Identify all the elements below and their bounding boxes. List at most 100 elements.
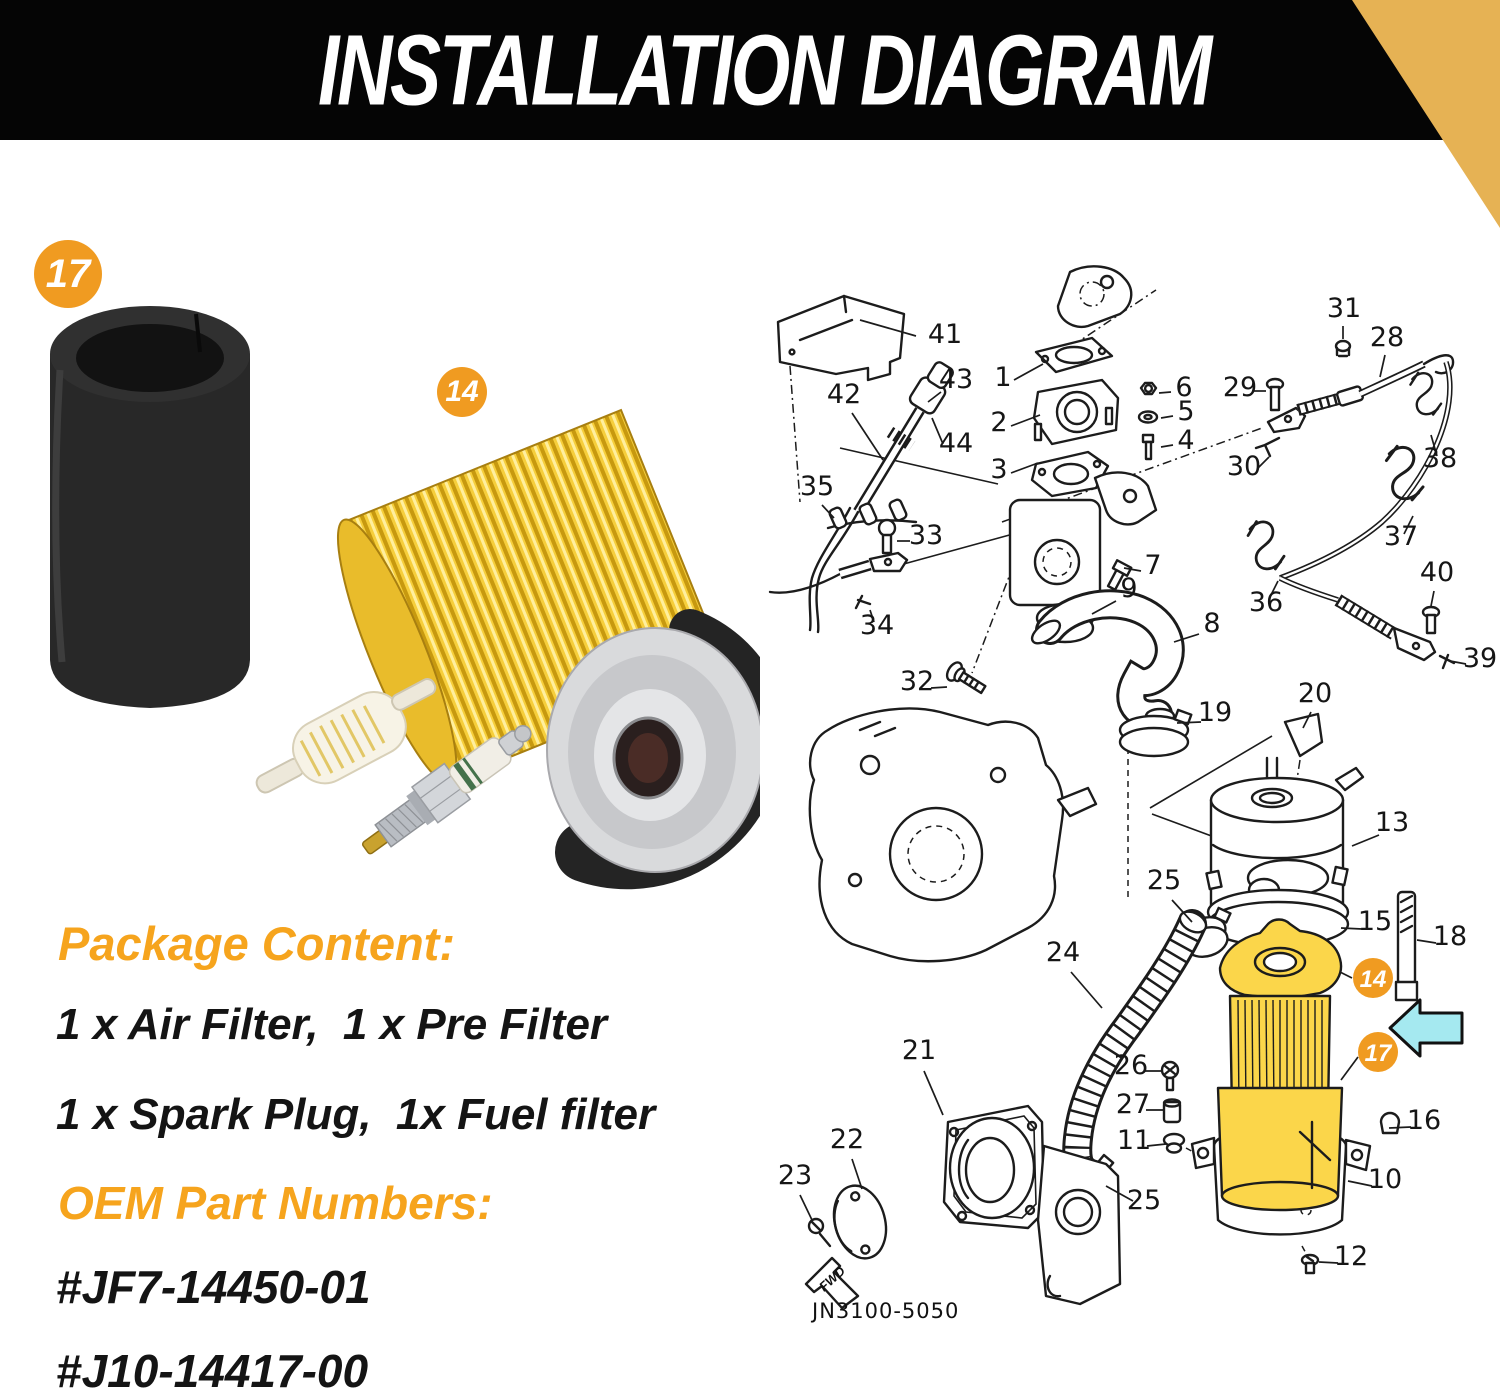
leader-line-7	[1123, 567, 1142, 572]
part-label-21: 21	[902, 1035, 936, 1066]
banner-title: INSTALLATION DIAGRAM	[318, 14, 1212, 127]
part-label-7: 7	[1144, 550, 1161, 581]
part-39-40-cable	[1278, 575, 1456, 670]
part-label-29: 29	[1223, 372, 1257, 403]
package-content-heading: Package Content:	[58, 917, 455, 970]
part-label-25: 25	[1147, 865, 1181, 896]
leader-line-35	[821, 504, 835, 519]
leader-line-32	[930, 686, 948, 689]
part-18-strip	[1394, 890, 1419, 1002]
part-label-43: 43	[939, 364, 973, 395]
leader-line-22	[851, 1158, 863, 1190]
diagram-code: JN3100-5050	[810, 1299, 959, 1323]
part-36-37-38-clips	[1246, 371, 1443, 571]
leader-line-2	[1010, 414, 1041, 427]
part-20-wedge	[1283, 712, 1324, 758]
leader-line-10	[1347, 1180, 1373, 1187]
part-label-12: 12	[1334, 1241, 1368, 1272]
engine-block	[808, 471, 1158, 963]
part-4-5-6-fasteners	[1137, 381, 1159, 461]
leader-line-23	[799, 1194, 813, 1221]
part-label-4: 4	[1177, 425, 1194, 456]
leader-line-30	[1256, 456, 1270, 470]
leader-line-6	[1158, 391, 1172, 394]
leader-line-24	[1070, 971, 1103, 1009]
part-28-throttle-cable	[1254, 339, 1455, 581]
leader-line-8	[1173, 633, 1200, 643]
part-22-cap	[832, 1184, 888, 1260]
air-filter-photo	[336, 408, 760, 890]
part-label-10: 10	[1368, 1164, 1402, 1195]
diagram-leader-lines	[799, 319, 1467, 1264]
leader-line-11	[1146, 1143, 1167, 1147]
part-label-44: 44	[939, 428, 973, 459]
leader-line-9	[1091, 600, 1117, 615]
fwd-arrow: FWD	[804, 1256, 860, 1310]
part-label-30: 30	[1227, 451, 1261, 482]
part-label-31: 31	[1327, 293, 1361, 324]
part-23-screw	[807, 1217, 832, 1248]
part-label-32: 32	[900, 666, 934, 697]
oem-part-1: #JF7-14450-01	[56, 1261, 371, 1313]
part-label-38: 38	[1423, 443, 1457, 474]
fuel-filter-photo	[255, 678, 437, 794]
part-label-16: 16	[1407, 1105, 1441, 1136]
part-label-27: 27	[1116, 1089, 1150, 1120]
leader-line-39	[1449, 660, 1467, 665]
leader-line-3	[1010, 462, 1039, 474]
part-label-35: 35	[800, 471, 834, 502]
part-label-23: 23	[778, 1160, 812, 1191]
leader-line-38	[1430, 434, 1438, 457]
leader-line-4	[1160, 444, 1174, 448]
leader-line-1	[1013, 363, 1044, 381]
part-label-19: 19	[1198, 697, 1232, 728]
leader-line-37	[1403, 515, 1414, 535]
part-label-18: 18	[1433, 921, 1467, 952]
leader-line-40	[1430, 590, 1435, 607]
part-label-8: 8	[1203, 608, 1220, 639]
package-line-2: 1 x Spark Plug, 1x Fuel filter	[56, 1090, 656, 1139]
part-label-37: 37	[1384, 521, 1418, 552]
leader-line-15	[1340, 927, 1363, 930]
part-label-9: 9	[1120, 573, 1137, 604]
part-8-hose	[1030, 589, 1185, 730]
part-label-36: 36	[1249, 587, 1283, 618]
leader-line-41	[859, 319, 917, 337]
part-label-2: 2	[990, 407, 1007, 438]
leader-line-36	[1268, 580, 1279, 600]
part-label-25: 25	[1127, 1185, 1161, 1216]
part-label-41: 41	[928, 319, 962, 350]
part-label-13: 13	[1375, 807, 1409, 838]
part-label-34: 34	[860, 610, 894, 641]
part-33-34-cable-end	[768, 518, 909, 610]
diagram-badge-17: 17	[1340, 1032, 1398, 1081]
highlight-arrow	[1388, 998, 1464, 1058]
part-label-24: 24	[1046, 937, 1080, 968]
leader-line-19	[1176, 721, 1202, 724]
part-label-1: 1	[994, 362, 1011, 393]
leader-line-42	[851, 412, 884, 461]
product-photo-illustration	[50, 306, 760, 890]
part-label-3: 3	[990, 454, 1007, 485]
part-label-5: 5	[1177, 396, 1194, 427]
part-19-clamp	[1118, 708, 1193, 758]
part-label-15: 15	[1358, 906, 1392, 937]
part-label-28: 28	[1370, 322, 1404, 353]
leader-line-21	[923, 1070, 944, 1116]
part-label-39: 39	[1463, 643, 1497, 674]
part-label-33: 33	[909, 520, 943, 551]
pre-filter-photo	[50, 306, 250, 708]
leader-line-34	[869, 609, 875, 623]
oem-heading: OEM Part Numbers:	[58, 1177, 493, 1229]
svg-text:14: 14	[1360, 966, 1387, 993]
part-41-cover	[776, 294, 906, 382]
part-label-20: 20	[1298, 678, 1332, 709]
photo-badge-17: 17	[34, 240, 102, 308]
oem-part-2: #J10-14417-00	[56, 1345, 369, 1395]
spark-plug-photo	[361, 724, 532, 855]
leader-line-13	[1351, 834, 1380, 847]
part-label-11: 11	[1117, 1125, 1151, 1156]
part-21-silencer	[942, 1104, 1122, 1306]
leader-line-25	[1171, 899, 1193, 923]
